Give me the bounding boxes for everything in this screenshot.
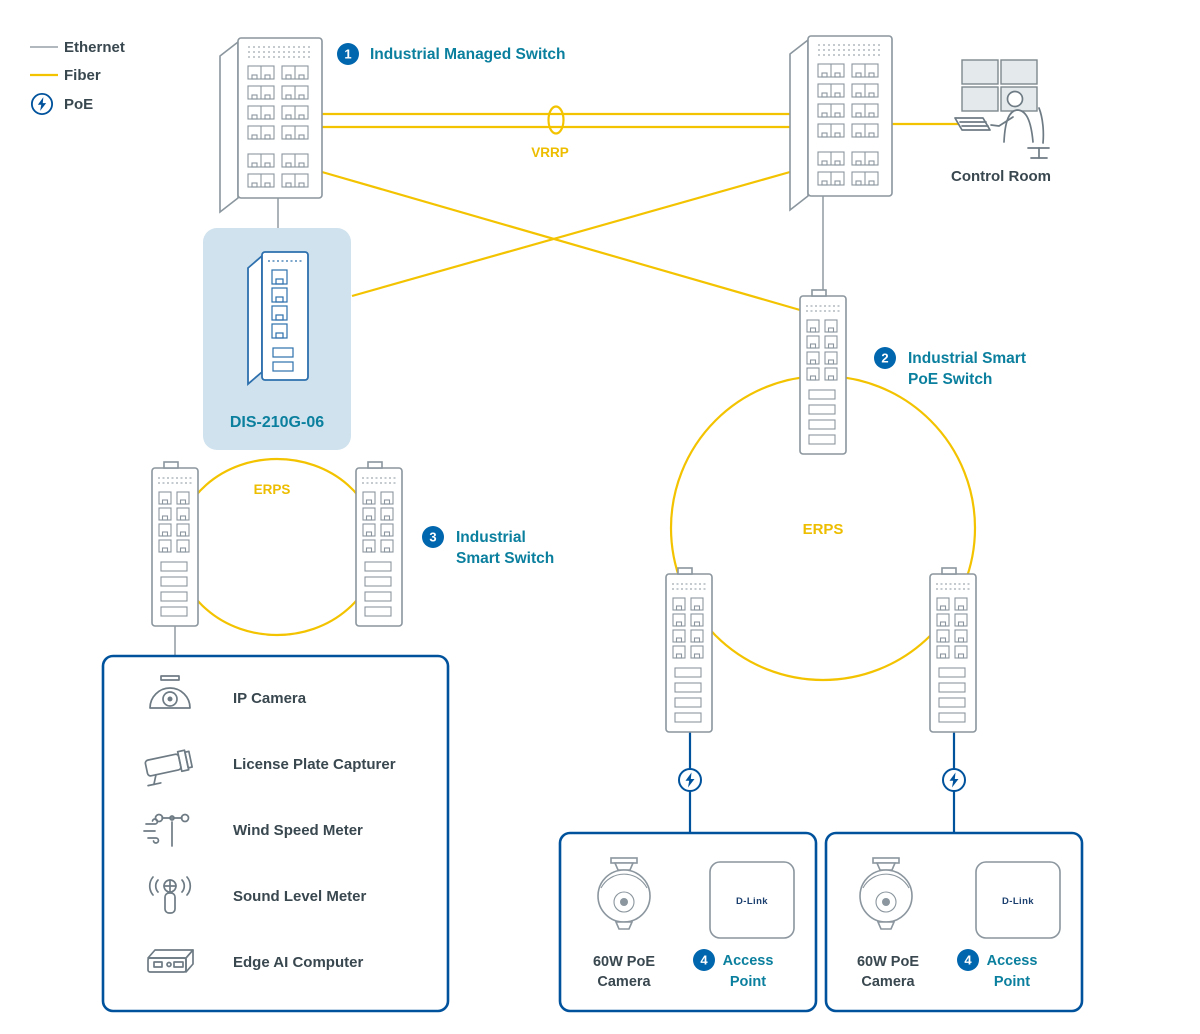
badge-2-number: 2 (881, 351, 888, 366)
erps-left-label: ERPS (254, 482, 291, 497)
access-point-icon: D-Link (975, 861, 1061, 939)
access-point-label-line2: Point (994, 974, 1030, 990)
legend-ethernet-label: Ethernet (64, 39, 125, 56)
badge-4-number: 4 (700, 953, 708, 968)
badge-2 (874, 347, 896, 369)
poe-camera-label-line2: Camera (861, 974, 915, 990)
device-list-label: Sound Level Meter (233, 888, 367, 905)
dis-model-label: DIS-210G-06 (230, 414, 324, 431)
sound-level-meter-icon (148, 876, 192, 914)
legend-poe-label: PoE (64, 96, 93, 113)
poe-camera-label-line2: Camera (597, 974, 651, 990)
vrrp-label: VRRP (531, 145, 569, 160)
badge-1 (337, 43, 359, 65)
smart-poe-switch-ring-a-icon (666, 568, 712, 732)
access-point-logo: D-Link (736, 896, 768, 907)
vrrp-link-ring-icon (547, 105, 565, 135)
switch2-label-line2: PoE Switch (908, 371, 992, 388)
device-list-label: License Plate Capturer (233, 756, 396, 773)
legend: Ethernet Fiber PoE (30, 39, 125, 116)
smart-poe-switch-icon (800, 290, 846, 454)
ip-camera-icon (149, 675, 191, 709)
switch3-label-line2: Smart Switch (456, 550, 554, 567)
poe-endpoint-box-right: D-Link 60W PoE Camera 4 Access Point (824, 831, 1084, 1013)
smart-switch-ring-left-b-icon (356, 462, 402, 626)
control-room-monitors-icon (961, 59, 1038, 112)
fiber-link-cross-2 (351, 170, 791, 298)
wind-speed-meter-icon (143, 813, 190, 847)
access-point-label-line2: Point (730, 974, 766, 990)
device-list-label: Edge AI Computer (233, 954, 363, 971)
managed-switch-left-icon (220, 38, 322, 212)
poe-camera-label-line1: 60W PoE (857, 954, 919, 970)
poe-icon-left-link (678, 768, 702, 792)
legend-poe-icon (30, 92, 54, 116)
badge-3-number: 3 (429, 530, 436, 545)
badge-3 (422, 526, 444, 548)
control-room-label: Control Room (951, 168, 1051, 185)
dis-210g-06-switch-icon (247, 251, 309, 386)
switch1-label: Industrial Managed Switch (370, 46, 566, 63)
access-point-label-line1: Access (723, 953, 774, 969)
badge-4-number: 4 (964, 953, 972, 968)
poe-camera-label-line1: 60W PoE (593, 954, 655, 970)
erps-right-label: ERPS (803, 521, 844, 538)
switch3-label-line1: Industrial (456, 529, 526, 546)
device-list-label: Wind Speed Meter (233, 822, 363, 839)
device-list-label: IP Camera (233, 690, 307, 707)
smart-switch-ring-left-a-icon (152, 462, 198, 626)
poe-icon-right-link (942, 768, 966, 792)
fiber-link-cross-1 (321, 170, 801, 312)
device-list-box: IP Camera License Plate Capturer Wind Sp… (101, 654, 450, 1013)
poe-endpoint-box-left: D-Link 60W PoE Camera 4 Access Point (558, 831, 818, 1013)
switch2-label-line1: Industrial Smart (908, 350, 1026, 367)
operator-at-desk-icon (954, 90, 1050, 159)
license-plate-capturer-icon (144, 749, 194, 787)
badge-4 (957, 949, 979, 971)
access-point-label-line1: Access (987, 953, 1038, 969)
badge-4 (693, 949, 715, 971)
access-point-logo: D-Link (1002, 896, 1034, 907)
access-point-icon: D-Link (709, 861, 795, 939)
legend-fiber-label: Fiber (64, 67, 101, 84)
badge-1-number: 1 (344, 47, 351, 62)
edge-ai-computer-icon (147, 949, 194, 973)
managed-switch-right-icon (790, 36, 892, 210)
smart-poe-switch-ring-b-icon (930, 568, 976, 732)
